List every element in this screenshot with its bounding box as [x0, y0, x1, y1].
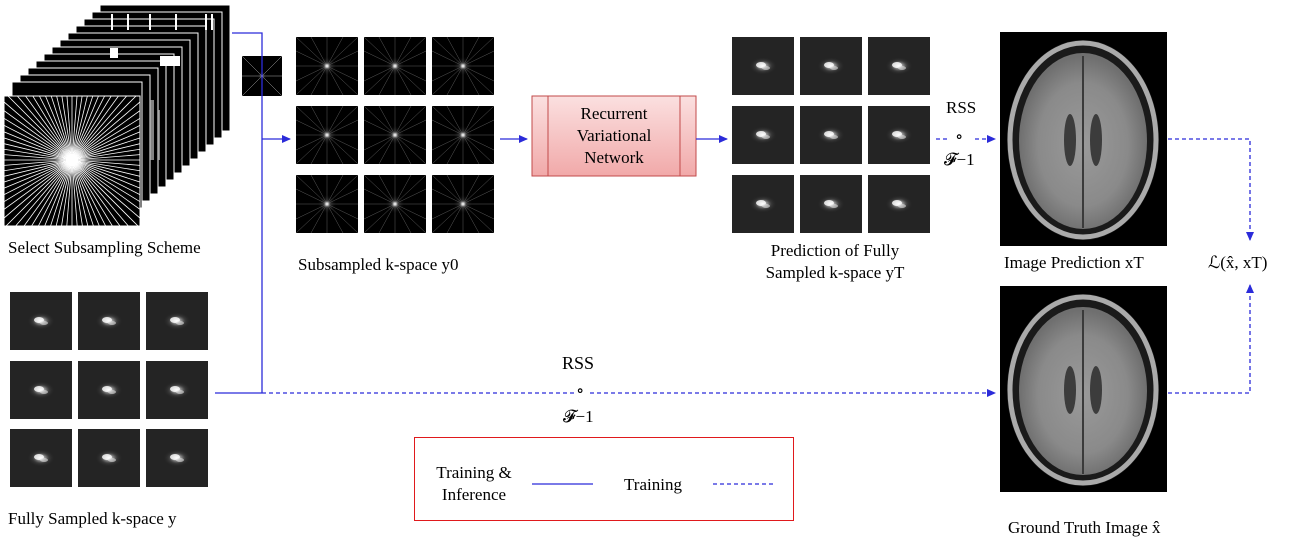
- network-box: [531, 95, 697, 177]
- arrow-prediction-to-loss: [1168, 138, 1254, 241]
- mask-center: [66, 154, 78, 166]
- prediction-kspace-line2: Sampled k-space yT: [765, 263, 905, 282]
- prediction-kspace-label: Prediction of Fully Sampled k-space yT: [730, 240, 940, 284]
- fully-sampled-label: Fully Sampled k-space y: [8, 509, 177, 528]
- fourier-top-label: 𝓕−1: [944, 150, 975, 169]
- fully-sampled-kspace-grid: [10, 292, 208, 487]
- fourier-bottom-label: 𝓕−1: [563, 407, 594, 426]
- image-prediction-label: Image Prediction xT: [1004, 253, 1144, 272]
- ground-truth-label: Ground Truth Image x̂: [1008, 518, 1161, 537]
- connectors: [215, 32, 728, 394]
- legend-solid-label: Training & Inference: [436, 463, 512, 504]
- network-label-line2: Variational: [576, 126, 652, 145]
- rss-bottom-label: RSS: [562, 353, 595, 373]
- predicted-kspace-grid: [732, 37, 930, 233]
- rss-top-label: RSS: [946, 98, 977, 117]
- compose-bottom-symbol: ∘: [576, 381, 585, 400]
- image-prediction-mri: [1000, 32, 1167, 246]
- arrow-groundtruth-to-loss: [1168, 284, 1254, 394]
- subsampled-label: Subsampled k-space y0: [298, 255, 459, 274]
- select-scheme-label: Select Subsampling Scheme: [8, 238, 201, 257]
- subsampled-kspace-grid: [295, 36, 495, 234]
- network-label-line1: Recurrent: [580, 104, 648, 123]
- network-label: Recurrent Variational Network: [548, 103, 680, 169]
- legend-box: [414, 437, 794, 521]
- subsampling-mask-stack: [3, 4, 231, 227]
- dashed-connectors: [262, 135, 1254, 397]
- ground-truth-mri: [1000, 286, 1167, 492]
- mask-connector: [232, 32, 263, 393]
- prediction-kspace-line1: Prediction of Fully: [770, 241, 900, 260]
- network-label-line3: Network: [584, 148, 644, 167]
- legend-dashed-label: Training: [624, 475, 682, 494]
- loss-label: ℒ(x̂, xT): [1208, 253, 1268, 272]
- compose-top-symbol: ∘: [955, 127, 964, 146]
